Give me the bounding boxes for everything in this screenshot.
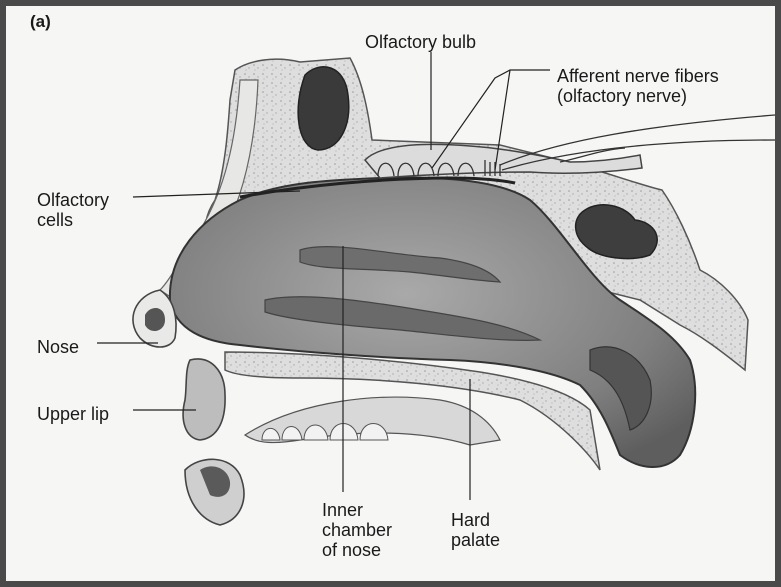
label-inner-chamber: Inner chamber of nose (322, 500, 392, 560)
label-olfactory-bulb: Olfactory bulb (365, 32, 476, 52)
nostril (145, 308, 165, 331)
label-olfactory-cells: Olfactory cells (37, 190, 109, 230)
label-hard-palate: Hard palate (451, 510, 500, 550)
label-nose: Nose (37, 337, 79, 357)
label-upper-lip: Upper lip (37, 404, 109, 424)
panel-label: (a) (30, 12, 51, 32)
upper-lip-shape (183, 359, 225, 440)
frontal-sinus (298, 67, 349, 150)
label-afferent-nerve-fibers: Afferent nerve fibers (olfactory nerve) (557, 66, 719, 106)
